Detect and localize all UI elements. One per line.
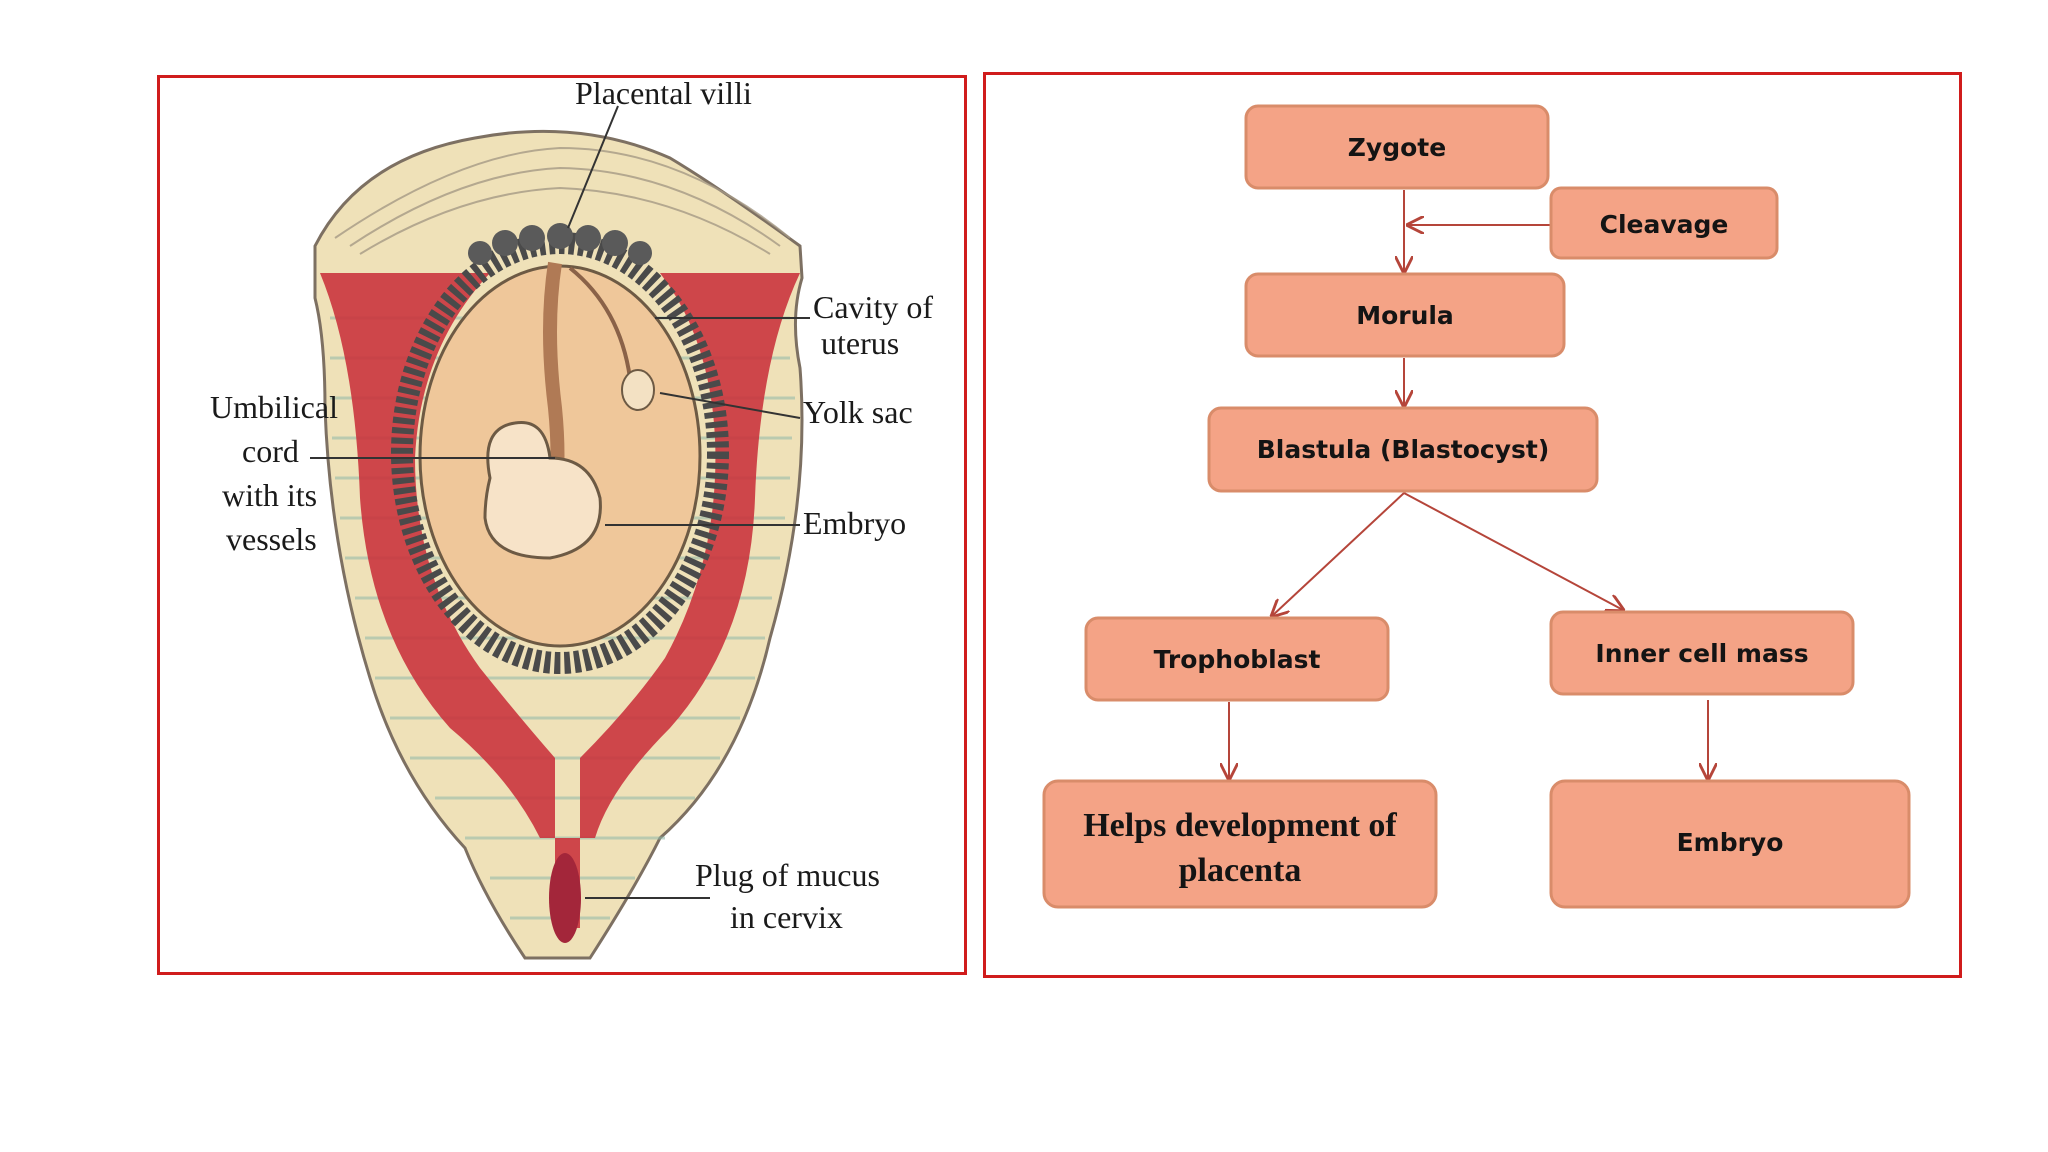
node-zygote: Zygote <box>1244 104 1550 190</box>
uterus-illustration: Placental villi Cavity of uterus Yolk sa… <box>210 78 933 960</box>
label-placental-villi: Placental villi <box>575 78 752 111</box>
label-yolk-sac: Yolk sac <box>803 394 913 430</box>
label-plug-of-mucus: Plug of mucus <box>695 857 880 893</box>
development-flowchart-panel: Zygote Cleavage Morula Blastula (Blastoc… <box>983 72 1962 978</box>
node-placenta: Helps development of placenta <box>1042 779 1438 909</box>
node-cleavage-label: Cleavage <box>1600 210 1729 239</box>
node-trophoblast-label: Trophoblast <box>1154 645 1321 674</box>
node-placenta-line1: Helps development of <box>1083 807 1397 844</box>
yolk-sac <box>621 369 655 411</box>
node-morula: Morula <box>1244 272 1566 358</box>
node-placenta-line2: placenta <box>1179 852 1302 889</box>
node-embryo: Embryo <box>1549 779 1911 909</box>
yolk-sac-stalk <box>568 266 632 379</box>
label-embryo: Embryo <box>803 505 906 541</box>
embryo-shape <box>483 420 602 560</box>
flowchart-svg: Zygote Cleavage Morula Blastula (Blastoc… <box>1042 104 1911 909</box>
label-in-cervix: in cervix <box>730 899 843 935</box>
label-uterus: uterus <box>821 325 899 361</box>
node-inner-cell-mass-label: Inner cell mass <box>1595 639 1808 668</box>
uterus-diagram-panel: Placental villi Cavity of uterus Yolk sa… <box>157 75 967 975</box>
label-with-its: with its <box>222 477 317 513</box>
arrow-blastula-trophoblast <box>1272 492 1405 616</box>
mucus-plug <box>549 853 581 943</box>
label-vessels: vessels <box>226 521 317 557</box>
node-embryo-label: Embryo <box>1677 828 1784 857</box>
node-blastula: Blastula (Blastocyst) <box>1207 406 1599 493</box>
node-inner-cell-mass: Inner cell mass <box>1549 610 1855 696</box>
placental-villi <box>468 223 652 265</box>
leader-lines <box>310 105 810 899</box>
label-cord: cord <box>242 433 299 469</box>
node-blastula-label: Blastula (Blastocyst) <box>1257 435 1550 464</box>
node-zygote-label: Zygote <box>1348 133 1446 162</box>
label-cavity-of: Cavity of <box>813 289 933 325</box>
arrow-blastula-inner-cell-mass <box>1403 492 1623 610</box>
dome-layers <box>334 146 791 255</box>
uterine-cavity <box>320 273 800 928</box>
label-umbilical: Umbilical <box>210 389 338 425</box>
node-cleavage: Cleavage <box>1549 186 1779 260</box>
node-trophoblast: Trophoblast <box>1084 616 1390 702</box>
node-morula-label: Morula <box>1356 301 1454 330</box>
